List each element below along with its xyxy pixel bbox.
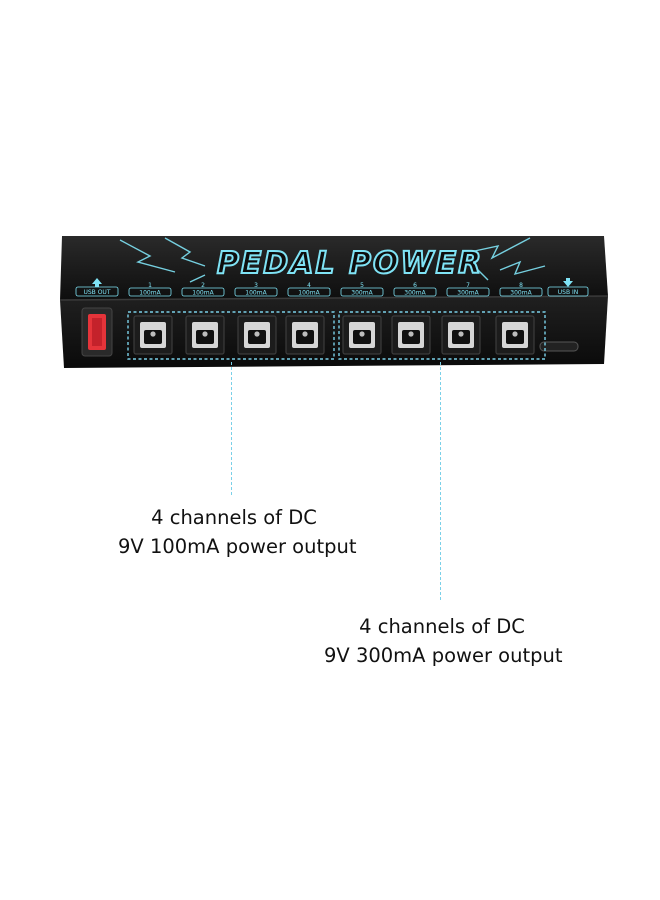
channel-number-6: 6 bbox=[413, 282, 417, 289]
usb-out-port bbox=[81, 307, 113, 357]
channel-label-box-4 bbox=[287, 287, 331, 297]
channel-number-3: 3 bbox=[254, 282, 258, 289]
callout-100ma-line1: 4 channels of DC bbox=[151, 506, 317, 529]
channel-current-1: 100mA bbox=[139, 290, 161, 297]
channel-label-box-7 bbox=[446, 287, 490, 297]
usb-in-label: USB IN bbox=[558, 289, 578, 296]
channel-current-7: 300mA bbox=[457, 290, 479, 297]
lightning-graphic bbox=[119, 237, 546, 283]
channel-current-6: 300mA bbox=[404, 290, 426, 297]
dc-jack-6 bbox=[391, 315, 431, 355]
dc-jack-2 bbox=[185, 315, 225, 355]
dc-output-jacks bbox=[133, 315, 535, 355]
usb-in-arrow-icon bbox=[563, 278, 573, 287]
pedal-power-logo: PEDAL POWER bbox=[217, 246, 483, 281]
channel-number-1: 1 bbox=[148, 282, 152, 289]
device-front-face bbox=[60, 296, 608, 368]
channel-current-4: 100mA bbox=[298, 290, 320, 297]
callout-300ma-line2: 9V 300mA power output bbox=[324, 644, 563, 667]
channel-current-2: 100mA bbox=[192, 290, 214, 297]
callout-line-100ma bbox=[231, 362, 232, 495]
channel-number-7: 7 bbox=[466, 282, 470, 289]
usb-in-port bbox=[539, 341, 579, 352]
dc-jack-4 bbox=[285, 315, 325, 355]
dc-jack-5 bbox=[342, 315, 382, 355]
channel-labels: 1100mA2100mA3100mA4100mA5300mA6300mA7300… bbox=[128, 282, 543, 297]
channel-number-2: 2 bbox=[201, 282, 205, 289]
callout-300ma: 4 channels of DC 9V 300mA power output bbox=[324, 612, 563, 670]
channel-label-box-3 bbox=[234, 287, 278, 297]
channel-number-4: 4 bbox=[307, 282, 311, 289]
group-frame-300ma bbox=[338, 311, 546, 360]
channel-label-box-2 bbox=[181, 287, 225, 297]
usb-out-arrow-icon bbox=[92, 278, 102, 287]
channel-current-8: 300mA bbox=[510, 290, 532, 297]
channel-label-box-1 bbox=[128, 287, 172, 297]
dc-jack-8 bbox=[495, 315, 535, 355]
channel-label-box-6 bbox=[393, 287, 437, 297]
channel-current-5: 300mA bbox=[351, 290, 373, 297]
group-frame-100ma bbox=[127, 311, 335, 360]
usb-out-label: USB OUT bbox=[83, 289, 110, 296]
channel-number-8: 8 bbox=[519, 282, 523, 289]
dc-jack-7 bbox=[441, 315, 481, 355]
callout-line-300ma bbox=[440, 362, 441, 600]
channel-label-box-8 bbox=[499, 287, 543, 297]
callout-100ma: 4 channels of DC 9V 100mA power output bbox=[118, 503, 357, 561]
channel-label-box-5 bbox=[340, 287, 384, 297]
callout-300ma-line1: 4 channels of DC bbox=[359, 615, 525, 638]
channel-current-3: 100mA bbox=[245, 290, 267, 297]
callout-100ma-line2: 9V 100mA power output bbox=[118, 535, 357, 558]
dc-jack-3 bbox=[237, 315, 277, 355]
device-top-face bbox=[60, 236, 608, 300]
dc-jack-1 bbox=[133, 315, 173, 355]
channel-number-5: 5 bbox=[360, 282, 364, 289]
